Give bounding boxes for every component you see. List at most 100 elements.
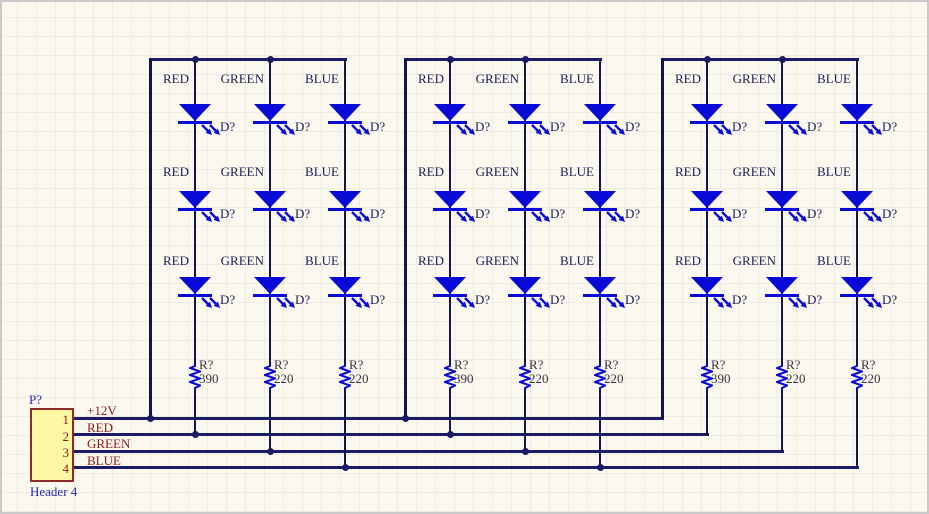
led-designator[interactable]: D?	[475, 206, 491, 221]
resistor-designator[interactable]: R?	[274, 357, 289, 372]
bus-wire-RED[interactable]	[74, 432, 709, 436]
resistor-designator[interactable]: R?	[861, 357, 876, 372]
header-designator[interactable]: P?	[29, 392, 42, 407]
column-net-label[interactable]: BLUE	[560, 71, 594, 86]
column-wire[interactable]	[449, 390, 451, 434]
led-designator[interactable]: D?	[882, 206, 898, 221]
led-designator[interactable]: D?	[370, 119, 386, 134]
led-designator[interactable]: D?	[807, 206, 823, 221]
bus-wire-12V[interactable]	[74, 416, 664, 420]
column-wire[interactable]	[269, 390, 271, 451]
column-wire[interactable]	[449, 59, 451, 364]
led-designator[interactable]: D?	[882, 119, 898, 134]
resistor-designator[interactable]: R?	[604, 357, 619, 372]
led-designator[interactable]: D?	[295, 292, 311, 307]
column-net-label[interactable]: RED	[418, 71, 444, 86]
column-net-label[interactable]: BLUE	[305, 71, 339, 86]
column-net-label[interactable]: GREEN	[475, 71, 519, 86]
column-net-label[interactable]: BLUE	[305, 164, 339, 179]
resistor-symbol[interactable]	[698, 364, 716, 390]
resistor-symbol[interactable]	[441, 364, 459, 390]
bus-wire-GREEN[interactable]	[74, 449, 784, 453]
resistor-value[interactable]: 220	[786, 371, 806, 386]
led-designator[interactable]: D?	[220, 119, 236, 134]
column-wire[interactable]	[781, 59, 783, 364]
led-designator[interactable]: D?	[475, 292, 491, 307]
resistor-value[interactable]: 390	[199, 371, 219, 386]
column-net-label[interactable]: GREEN	[732, 253, 776, 268]
column-net-label[interactable]: GREEN	[475, 253, 519, 268]
header-comment[interactable]: Header 4	[30, 484, 78, 499]
net-label-BLUE[interactable]: BLUE	[87, 453, 121, 468]
column-net-label[interactable]: BLUE	[817, 164, 851, 179]
led-designator[interactable]: D?	[370, 292, 386, 307]
resistor-value[interactable]: 220	[349, 371, 369, 386]
column-net-label[interactable]: RED	[675, 164, 701, 179]
resistor-symbol[interactable]	[591, 364, 609, 390]
column-wire[interactable]	[194, 59, 196, 364]
column-wire[interactable]	[599, 390, 601, 467]
column-net-label[interactable]: GREEN	[220, 253, 264, 268]
resistor-designator[interactable]: R?	[199, 357, 214, 372]
column-wire[interactable]	[706, 390, 708, 434]
resistor-value[interactable]: 220	[861, 371, 881, 386]
resistor-designator[interactable]: R?	[529, 357, 544, 372]
led-designator[interactable]: D?	[220, 206, 236, 221]
column-net-label[interactable]: RED	[163, 253, 189, 268]
column-net-label[interactable]: RED	[163, 164, 189, 179]
resistor-designator[interactable]: R?	[711, 357, 726, 372]
led-designator[interactable]: D?	[475, 119, 491, 134]
resistor-symbol[interactable]	[336, 364, 354, 390]
led-designator[interactable]: D?	[807, 292, 823, 307]
led-designator[interactable]: D?	[370, 206, 386, 221]
resistor-value[interactable]: 220	[604, 371, 624, 386]
led-designator[interactable]: D?	[550, 292, 566, 307]
resistor-symbol[interactable]	[261, 364, 279, 390]
resistor-value[interactable]: 390	[711, 371, 731, 386]
led-designator[interactable]: D?	[295, 206, 311, 221]
resistor-value[interactable]: 220	[529, 371, 549, 386]
led-designator[interactable]: D?	[295, 119, 311, 134]
top-rail-wire[interactable]	[403, 57, 602, 61]
resistor-symbol[interactable]	[516, 364, 534, 390]
led-designator[interactable]: D?	[732, 292, 748, 307]
net-label-GREEN[interactable]: GREEN	[87, 436, 131, 451]
resistor-designator[interactable]: R?	[349, 357, 364, 372]
resistor-symbol[interactable]	[186, 364, 204, 390]
resistor-value[interactable]: 220	[274, 371, 294, 386]
column-net-label[interactable]: RED	[418, 253, 444, 268]
bus-wire-BLUE[interactable]	[74, 465, 859, 469]
left-rail-wire[interactable]	[404, 59, 407, 418]
resistor-symbol[interactable]	[848, 364, 866, 390]
column-net-label[interactable]: RED	[675, 253, 701, 268]
resistor-value[interactable]: 390	[454, 371, 474, 386]
column-wire[interactable]	[524, 390, 526, 451]
column-net-label[interactable]: BLUE	[560, 164, 594, 179]
column-net-label[interactable]: BLUE	[560, 253, 594, 268]
column-wire[interactable]	[344, 390, 346, 467]
column-wire[interactable]	[706, 59, 708, 364]
led-designator[interactable]: D?	[732, 206, 748, 221]
top-rail-wire[interactable]	[660, 57, 859, 61]
column-wire[interactable]	[599, 59, 601, 364]
column-net-label[interactable]: GREEN	[732, 71, 776, 86]
top-rail-wire[interactable]	[148, 57, 347, 61]
column-wire[interactable]	[781, 390, 783, 451]
column-net-label[interactable]: RED	[418, 164, 444, 179]
column-net-label[interactable]: RED	[675, 71, 701, 86]
led-designator[interactable]: D?	[550, 119, 566, 134]
column-wire[interactable]	[194, 390, 196, 434]
column-net-label[interactable]: RED	[163, 71, 189, 86]
led-designator[interactable]: D?	[220, 292, 236, 307]
led-designator[interactable]: D?	[625, 206, 641, 221]
led-designator[interactable]: D?	[807, 119, 823, 134]
column-net-label[interactable]: BLUE	[817, 71, 851, 86]
net-label-12V[interactable]: +12V	[87, 403, 117, 418]
left-rail-wire[interactable]	[149, 59, 152, 418]
resistor-designator[interactable]: R?	[786, 357, 801, 372]
header-connector[interactable]	[30, 408, 74, 482]
column-net-label[interactable]: BLUE	[817, 253, 851, 268]
column-net-label[interactable]: GREEN	[732, 164, 776, 179]
column-net-label[interactable]: GREEN	[220, 71, 264, 86]
